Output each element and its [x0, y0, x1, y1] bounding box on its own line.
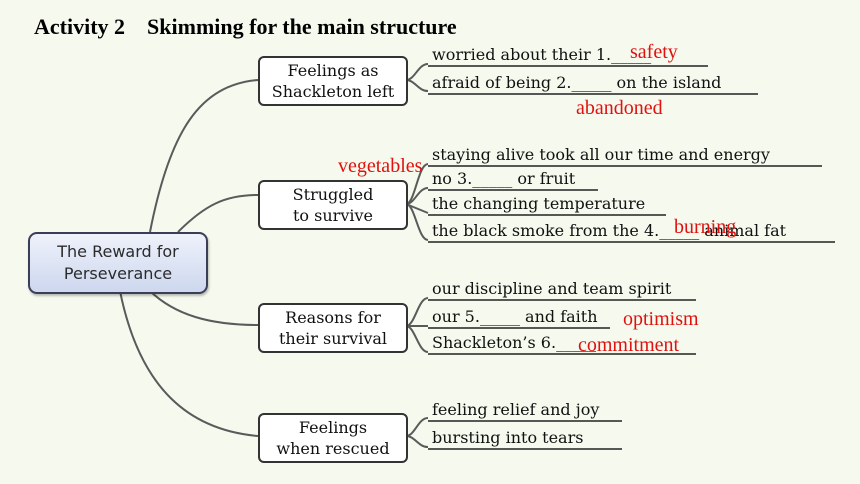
branch-label-line-1: Reasons for [285, 308, 381, 327]
answer-3: vegetables [338, 155, 423, 177]
branch-feelings-as-left: Feelings as Shackleton left [258, 56, 408, 106]
leaf-2-3: the changing temperature [432, 194, 646, 213]
branch-label-line-1: Feelings as [287, 61, 379, 80]
root-line-1: The Reward for [57, 242, 179, 261]
connector-branch3-leaves [405, 297, 429, 353]
branch-feelings-when-rescued: Feelings when rescued [258, 413, 408, 463]
leaf-2-2: no 3._____ or fruit [432, 169, 576, 188]
leaf-4-1: feeling relief and joy [432, 400, 600, 419]
root-line-2: Perseverance [63, 264, 173, 283]
answer-4: burning [674, 216, 737, 238]
branch-struggled-to-survive: Struggled to survive [258, 180, 408, 230]
connector-root-branch-1 [149, 79, 259, 233]
activity-title: Activity 2 Skimming for the main structu… [34, 14, 457, 39]
leaf-1-1: worried about their 1._____ [432, 45, 652, 64]
answer-2: abandoned [576, 97, 663, 119]
branch-reasons-for-survival: Reasons for their survival [258, 303, 408, 353]
connector-root-branch-2 [177, 194, 259, 233]
branch-label-line-1: Struggled [292, 185, 374, 204]
answer-1: safety [630, 41, 678, 63]
answer-6: commitment [578, 334, 680, 356]
connector-branch1-leaves [405, 63, 429, 92]
branch-label-line-2: their survival [278, 329, 388, 348]
branch-label-line-1: Feelings [298, 418, 368, 437]
leaf-2-4: the black smoke from the 4._____ animal … [432, 221, 787, 240]
leaf-2-1: staying alive took all our time and ener… [432, 145, 770, 164]
leaf-1-2: afraid of being 2._____ on the island [432, 73, 722, 92]
root-node: The Reward for Perseverance [28, 232, 208, 294]
leaf-3-3: Shackleton’s 6._____ [432, 333, 597, 352]
connector-root-branch-3 [149, 290, 259, 326]
branch-label-line-2: when rescued [276, 439, 390, 458]
connector-root-branch-4 [119, 290, 259, 437]
branch-label-line-2: Shackleton left [271, 82, 395, 101]
leaf-4-2: bursting into tears [432, 428, 584, 447]
connector-branch2-leaves [405, 163, 429, 241]
connector-branch4-leaves [405, 417, 429, 448]
answer-5: optimism [623, 308, 699, 330]
leaf-3-2: our 5._____ and faith [432, 307, 598, 326]
leaf-3-1: our discipline and team spirit [432, 279, 672, 298]
branch-label-line-2: to survive [293, 206, 373, 225]
